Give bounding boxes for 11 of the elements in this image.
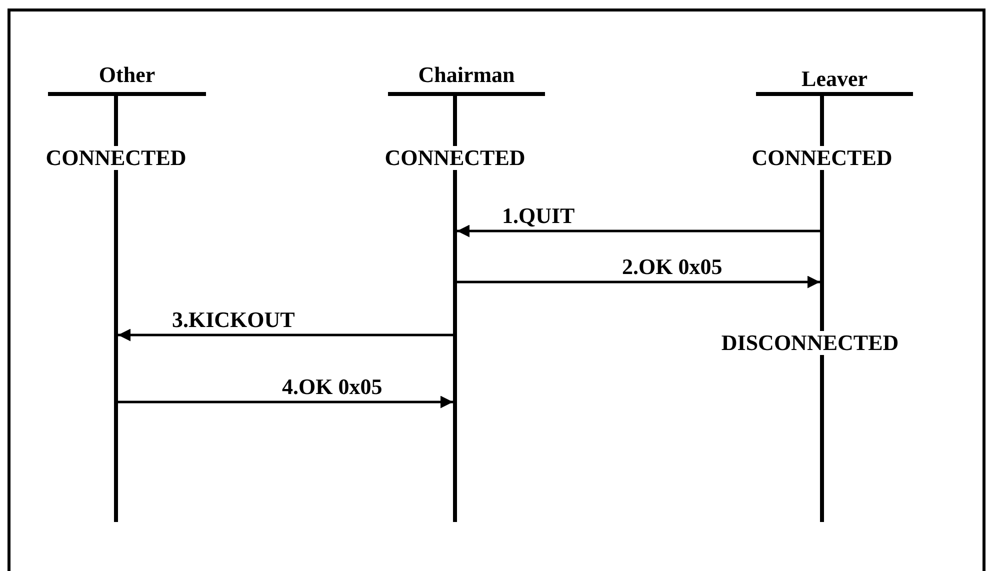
state-label: CONNECTED [384,146,526,170]
state-label: DISCONNECTED [721,331,899,355]
message-arrow [457,224,820,238]
message-arrow [457,276,820,288]
state-label: CONNECTED [46,146,186,170]
state-label: CONNECTED [752,146,892,170]
participant-header: Other [48,62,206,96]
participant-header: Chairman [388,62,545,96]
participant-header: Leaver [756,66,913,96]
message-arrow [118,396,453,408]
message-arrow [118,328,453,342]
